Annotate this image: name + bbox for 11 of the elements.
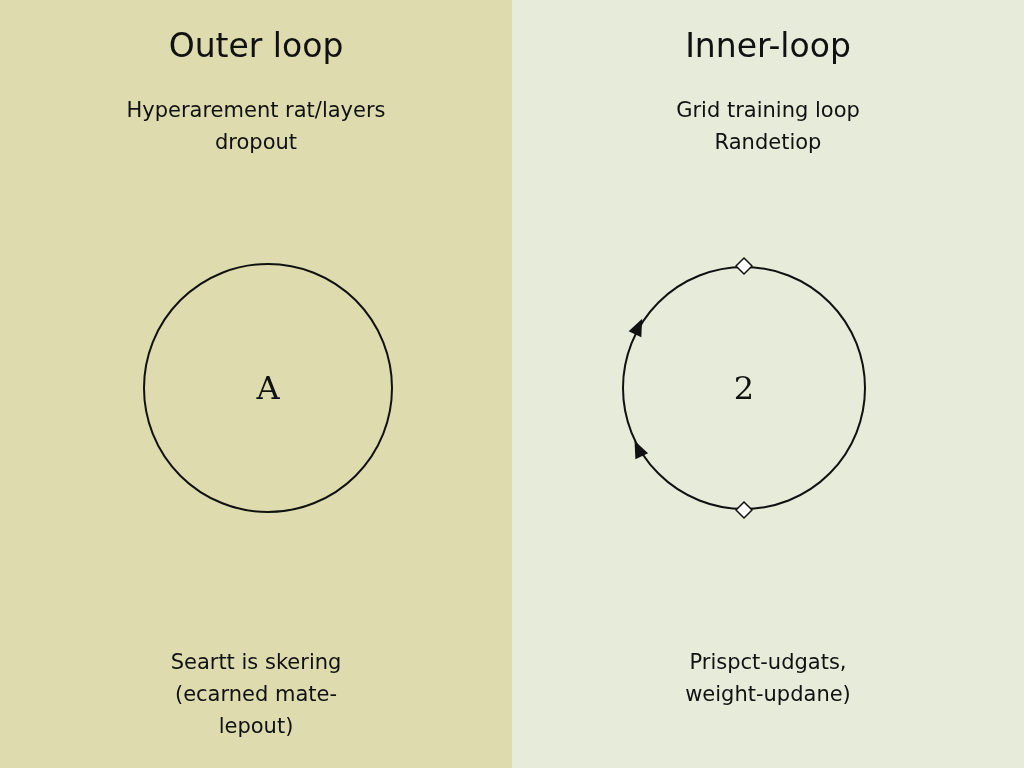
loop-circle [143, 263, 393, 513]
panel-background [512, 0, 1024, 768]
circle-label: 2 [733, 369, 755, 407]
circle-label: A [256, 369, 280, 407]
panel-heading: Inner-loop [685, 26, 851, 65]
panel-note: Prispct-udgats, weight-updane) [684, 649, 852, 708]
panel-background [0, 0, 512, 768]
panel-subtitle: Grid training loop Randetiop [675, 97, 861, 156]
panel-heading: Outer loop [168, 26, 344, 65]
panel-note: Seartt is skering (ecarned mate-lepout) [169, 649, 343, 740]
panel-subtitle: Hyperarement rat/layers dropout [125, 97, 387, 156]
